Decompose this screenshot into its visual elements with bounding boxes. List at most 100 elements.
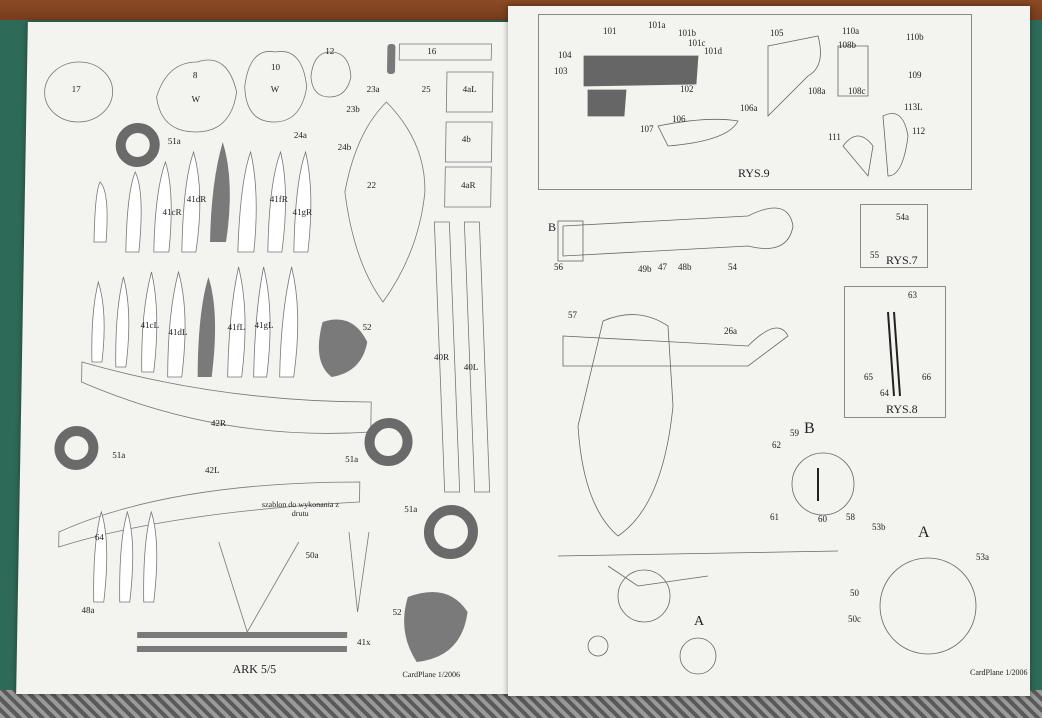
label-53a: 53a [976,552,989,562]
label-8: 8 [192,70,198,80]
label-102: 102 [680,84,694,94]
label-41cR: 41cR [162,207,182,217]
label-40L: 40L [463,362,479,372]
label-59: 59 [790,428,799,438]
part-16-outline [398,43,492,61]
label-23b: 23b [346,104,360,114]
label-4aR: 4aR [460,180,476,190]
label-66: 66 [922,372,931,382]
label-106: 106 [672,114,686,124]
label-56: 56 [554,262,563,272]
label-101c: 101c [688,38,706,48]
label-50a: 50a [305,550,319,560]
detail-b-circle [791,452,855,516]
dark-rib-1 [210,142,230,242]
detail-a-circle [879,557,977,655]
label-64: 64 [94,532,104,542]
label-4aL: 4aL [462,84,477,94]
wing-top-view [577,314,674,537]
label-61: 61 [770,512,779,522]
label-101a: 101a [648,20,666,30]
detail-b-marker-side: B [548,220,557,234]
label-106a: 106a [740,103,758,113]
label-4b: 4b [461,134,471,144]
part-4b-outline [445,121,493,163]
label-104: 104 [558,50,572,60]
part-52-dark-shape-2 [404,592,468,662]
label-60: 60 [818,514,827,524]
left-sheet-drawing [44,43,494,662]
label-25: 25 [421,84,431,94]
label-48a: 48a [81,605,95,615]
front-view-wing [557,550,839,557]
label-110b: 110b [906,32,924,42]
part-52-dark-shape [318,319,368,377]
label-58: 58 [846,512,855,522]
label-24b: 24b [337,142,352,152]
label-26a: 26a [724,326,737,336]
label-49b: 49b [638,264,652,274]
label-103: 103 [554,66,568,76]
label-16: 16 [427,46,437,56]
left-sheet-parts-layout: 17 8 10 12 16 23a 23b 24a 24b 25 4aL 4b … [16,22,528,694]
label-42L: 42L [204,465,220,475]
engine-front [617,569,671,623]
label-108a: 108a [808,86,826,96]
wheel-51a-2 [54,426,99,470]
label-101b: 101b [678,28,696,38]
label-w-10: W [270,84,280,94]
label-17: 17 [71,84,81,94]
rys9-caption: RYS.9 [738,166,770,180]
label-48b: 48b [678,262,692,272]
strut-outline [348,531,370,613]
label-10: 10 [270,62,281,72]
label-47: 47 [658,262,667,272]
label-65: 65 [864,372,873,382]
label-40R: 40R [433,352,450,362]
detail-a-title: A [918,524,930,541]
wheel-51a-1 [115,123,160,167]
label-41fR: 41fR [269,194,288,204]
label-101: 101 [603,26,617,36]
rys7-frame [860,204,928,268]
part-8-outline [156,59,238,133]
label-101d: 101d [704,46,722,56]
part-17-outline [44,61,114,123]
rys8-frame [844,286,946,418]
rys9-frame [538,14,972,190]
label-109: 109 [908,70,922,80]
label-41fL: 41fL [227,322,246,332]
label-51a-4: 51a [404,504,418,514]
label-24a: 24a [293,130,307,140]
fuselage-side-view [562,207,794,257]
label-57: 57 [568,310,577,320]
label-64: 64 [880,388,889,398]
part-40R-outline [433,221,461,493]
label-52-2: 52 [392,607,402,617]
right-sheet-drawing [557,35,977,675]
part-10-outline [244,51,308,123]
label-111: 111 [828,132,841,142]
dark-rib-2 [197,277,216,377]
label-50: 50 [850,588,859,598]
label-22: 22 [366,180,377,190]
rudder-part [767,35,821,117]
rys8-caption: RYS.8 [886,402,918,416]
part-12-outline [310,51,352,98]
label-41gL: 41gL [254,320,274,330]
part-4aL-outline [445,71,494,113]
label-52: 52 [362,322,372,332]
tail-dark-panel [583,55,699,87]
left-footer: CardPlane 1/2006 [402,670,461,679]
label-41cL: 41cL [140,320,160,330]
label-41dL: 41dL [168,327,188,337]
label-54: 54 [728,262,737,272]
right-footer: CardPlane 1/2006 [970,668,1028,677]
label-41x: 41x [356,637,371,647]
label-41dR: 41dR [186,194,207,204]
label-108c: 108c [848,86,866,96]
detail-a-marker-front: A [694,614,705,629]
label-51a-2: 51a [112,450,126,460]
label-42R: 42R [210,418,226,428]
label-105: 105 [770,28,784,38]
